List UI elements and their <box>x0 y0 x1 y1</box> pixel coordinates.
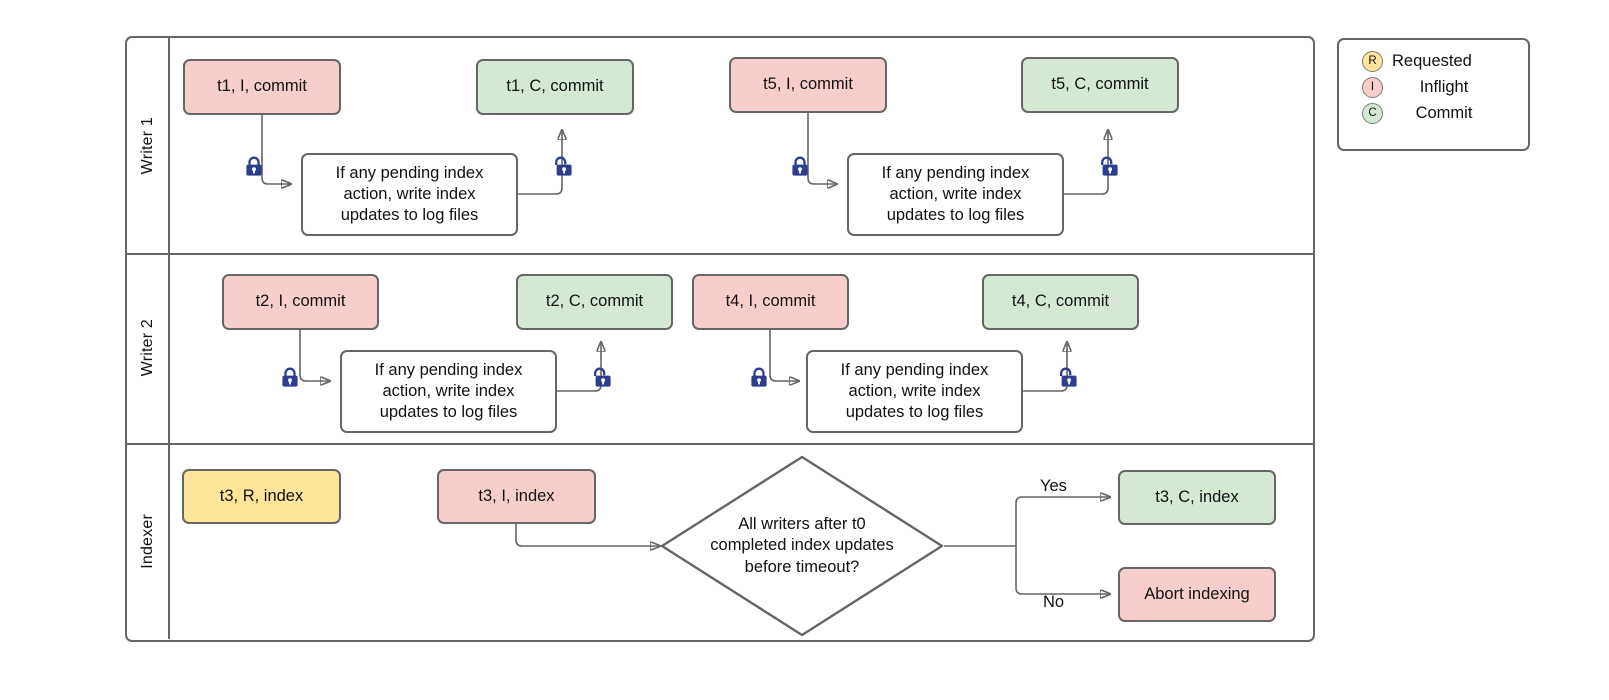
lock-open-icon <box>1098 156 1118 177</box>
badge-inflight-icon: I <box>1362 76 1383 98</box>
process-line-2: action, write index <box>343 184 476 203</box>
process-line-2: action, write index <box>889 184 1022 203</box>
badge-commit-icon: C <box>1362 102 1383 124</box>
node-w2-process-a[interactable]: If any pending index action, write index… <box>340 350 557 433</box>
node-w1-t5-commit[interactable]: t5, C, commit <box>1021 57 1179 113</box>
legend-label-inflight: Inflight <box>1419 77 1469 96</box>
edge-label-yes: Yes <box>1040 477 1067 495</box>
lane-divider-1 <box>127 253 1313 255</box>
lane-header-writer1: Writer 1 <box>127 38 170 253</box>
lane-header-writer2: Writer 2 <box>127 253 170 443</box>
edge-label-no: No <box>1043 593 1065 611</box>
lock-closed-icon <box>244 156 264 177</box>
legend-label-requested: Requested <box>1392 51 1472 70</box>
lane-label-writer2: Writer 2 <box>138 319 156 377</box>
lane-divider-2 <box>127 443 1313 445</box>
legend-label-commit: Commit <box>1415 103 1473 122</box>
process-line-3: updates to log files <box>379 403 518 422</box>
node-label: t5, C, commit <box>1051 75 1149 94</box>
node-w2-t2-commit[interactable]: t2, C, commit <box>516 274 673 330</box>
legend-item-inflight: I Inflight <box>1339 74 1528 100</box>
node-w1-t5-inflight[interactable]: t5, I, commit <box>729 57 887 113</box>
node-w2-t2-inflight[interactable]: t2, I, commit <box>222 274 379 330</box>
process-line-3: updates to log files <box>845 403 984 422</box>
process-line-1: If any pending index <box>335 163 484 182</box>
node-label: Abort indexing <box>1144 584 1250 603</box>
legend-box: R Requested I Inflight C Commit <box>1337 38 1530 151</box>
node-label: t1, C, commit <box>506 77 604 96</box>
lock-open-icon <box>591 367 611 388</box>
node-ix-t3-commit[interactable]: t3, C, index <box>1118 470 1276 525</box>
node-label: t1, I, commit <box>217 77 307 96</box>
node-label: t3, I, index <box>478 486 555 505</box>
process-line-3: updates to log files <box>886 206 1025 225</box>
lock-closed-icon <box>790 156 810 177</box>
node-ix-t3-requested[interactable]: t3, R, index <box>182 469 341 524</box>
node-ix-decision[interactable]: All writers after t0 completed index upd… <box>660 455 944 637</box>
node-ix-t3-inflight[interactable]: t3, I, index <box>437 469 596 524</box>
process-line-1: If any pending index <box>840 360 989 379</box>
process-line-2: action, write index <box>382 381 515 400</box>
node-label: t3, R, index <box>219 486 304 505</box>
legend-item-requested: R Requested <box>1339 48 1528 74</box>
node-label: t3, C, index <box>1155 487 1239 506</box>
process-line-3: updates to log files <box>340 206 479 225</box>
node-w1-t1-commit[interactable]: t1, C, commit <box>476 59 634 115</box>
process-line-1: If any pending index <box>374 360 523 379</box>
lock-closed-icon <box>280 367 300 388</box>
lock-open-icon <box>1057 367 1077 388</box>
node-w1-process-b[interactable]: If any pending index action, write index… <box>847 153 1064 236</box>
node-label: t4, I, commit <box>725 292 816 311</box>
node-label: t4, C, commit <box>1011 292 1110 311</box>
node-w1-process-a[interactable]: If any pending index action, write index… <box>301 153 518 236</box>
lane-label-indexer: Indexer <box>138 513 156 569</box>
process-line-1: If any pending index <box>881 163 1030 182</box>
lock-closed-icon <box>749 367 769 388</box>
process-line-2: action, write index <box>848 381 981 400</box>
legend-item-commit: C Commit <box>1339 100 1528 126</box>
node-w2-t4-inflight[interactable]: t4, I, commit <box>692 274 849 330</box>
node-w2-t4-commit[interactable]: t4, C, commit <box>982 274 1139 330</box>
node-w2-process-b[interactable]: If any pending index action, write index… <box>806 350 1023 433</box>
node-label: t2, C, commit <box>545 292 644 311</box>
badge-requested-icon: R <box>1362 50 1383 72</box>
lock-open-icon <box>552 156 572 177</box>
node-label: t2, I, commit <box>255 292 346 311</box>
node-ix-abort[interactable]: Abort indexing <box>1118 567 1276 622</box>
lane-header-indexer: Indexer <box>127 443 170 639</box>
node-label: t5, I, commit <box>763 75 853 94</box>
lane-label-writer1: Writer 1 <box>138 116 156 175</box>
node-w1-t1-inflight[interactable]: t1, I, commit <box>183 59 341 115</box>
